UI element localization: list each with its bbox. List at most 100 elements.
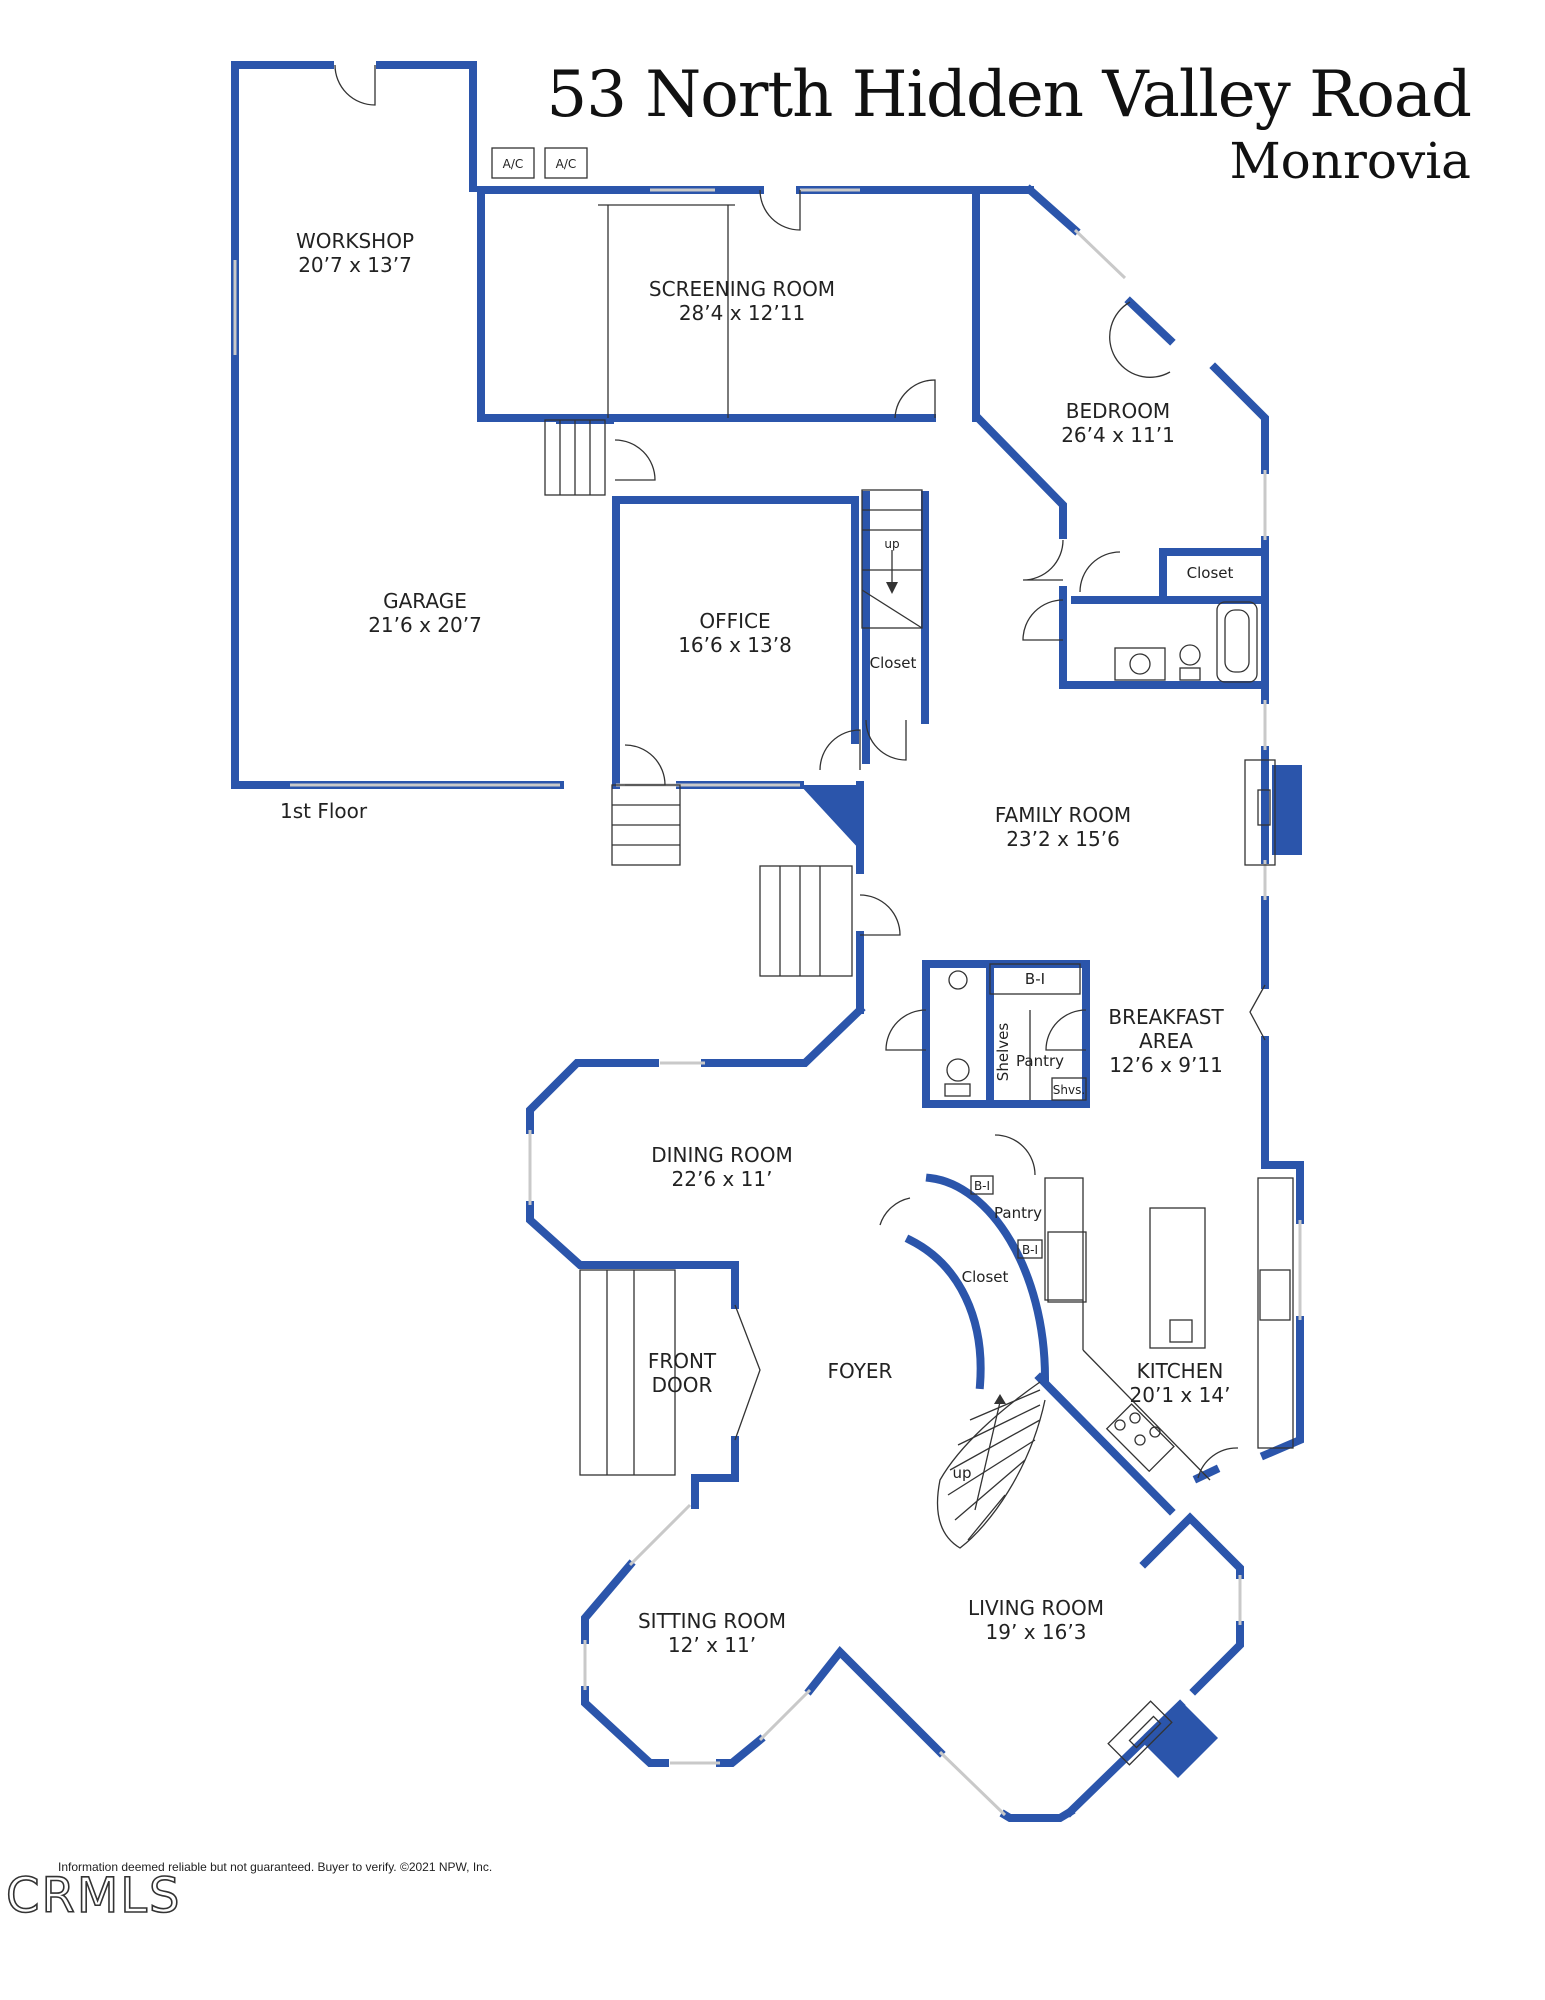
kitchen-wall-2	[1259, 1316, 1304, 1461]
workshop-name: WORKSHOP	[296, 229, 414, 253]
family-fireplace	[1272, 765, 1302, 855]
shvs-label: Shvs.	[1053, 1083, 1085, 1097]
bathtub	[1216, 601, 1258, 683]
bedroom-wall-3	[1209, 362, 1269, 474]
sink	[1114, 647, 1166, 681]
floor-label: 1st Floor	[280, 799, 368, 823]
bi-label: B-I	[1025, 970, 1045, 988]
door-arc	[1045, 1009, 1087, 1051]
door-arc	[334, 64, 376, 106]
kitchen-wall	[1261, 1051, 1304, 1224]
range	[1105, 1403, 1175, 1473]
spiral-stair-up-label: up	[952, 1464, 971, 1482]
sitting-wall-3	[716, 1734, 766, 1767]
bi-label-2: B-I	[974, 1179, 990, 1193]
door-arc	[819, 729, 861, 771]
dining-room-size: 22’6 x 11’	[672, 1167, 773, 1191]
living-room-size: 19’ x 16’3	[986, 1620, 1087, 1644]
stair-closet-label: Closet	[962, 1268, 1009, 1286]
stair-curve-wall	[925, 1173, 1050, 1383]
office-wall	[612, 496, 859, 744]
kitchen-sink	[1259, 1269, 1291, 1321]
office-closet-label: Closet	[870, 654, 917, 672]
shelves-label: Shelves	[994, 1023, 1012, 1082]
windows	[233, 188, 1302, 1817]
refrigerator	[1047, 1231, 1087, 1303]
bath-wall	[1059, 586, 1269, 689]
spiral-stair	[936, 1381, 1046, 1549]
door-arc	[1197, 1447, 1239, 1479]
door-arc	[859, 894, 901, 936]
hall-steps	[759, 865, 853, 977]
door-arc	[994, 1134, 1036, 1176]
kitchen-size: 20’1 x 14’	[1130, 1383, 1231, 1407]
garage-name: GARAGE	[383, 589, 467, 613]
corner-block	[800, 785, 860, 850]
sitting-wall	[581, 1559, 636, 1644]
plan-subtitle: Monrovia	[1229, 132, 1471, 190]
living-wall	[804, 1645, 946, 1758]
garage-wall	[231, 61, 564, 789]
door-arc	[1022, 539, 1064, 581]
door-arc	[865, 719, 907, 761]
breakfast-area-size: 12’6 x 9’11	[1109, 1053, 1223, 1077]
living-wall-4	[1189, 1621, 1244, 1696]
bi-box-3	[1017, 1239, 1043, 1259]
fixtures	[491, 147, 1302, 1778]
bath-closet-wall	[1159, 548, 1269, 604]
island-sink	[1169, 1319, 1193, 1343]
door-arc	[614, 439, 656, 481]
bedroom-closet-label: Closet	[1187, 564, 1234, 582]
kitchen-island	[1149, 1207, 1206, 1349]
kitchen-counter	[1044, 1177, 1084, 1301]
window	[938, 1750, 1007, 1817]
bi-box	[989, 963, 1081, 995]
kitchen-wall-3	[1192, 1464, 1221, 1484]
front-door-steps	[579, 1269, 676, 1476]
door-arc	[1022, 599, 1064, 641]
kitchen-name: KITCHEN	[1137, 1359, 1224, 1383]
door-arc	[759, 189, 801, 231]
front-door-name-1: FRONT	[648, 1349, 717, 1373]
closet-curve-wall	[904, 1234, 985, 1390]
workshop-size: 20’7 x 13’7	[298, 253, 412, 277]
room-labels: A/C A/C WORKSHOP 20’7 x 13’7 SCREENING R…	[280, 157, 1233, 1657]
stairs	[544, 419, 1046, 1549]
door-arc	[894, 379, 936, 419]
door-arc	[1079, 551, 1121, 593]
breakfast-area-name-1: BREAKFAST	[1108, 1005, 1224, 1029]
ac-unit-2	[544, 147, 588, 179]
breakfast-area-name-2: AREA	[1139, 1029, 1193, 1053]
sitting-room-size: 12’ x 11’	[668, 1633, 756, 1657]
ac-label: A/C	[556, 157, 577, 171]
dining-wall-3	[526, 1201, 739, 1309]
disclaimer-text: Information deemed reliable but not guar…	[58, 1860, 493, 1874]
family-room-size: 23’2 x 15’6	[1006, 827, 1120, 851]
door-arc	[1249, 984, 1266, 1041]
garage-size: 21’6 x 20’7	[368, 613, 482, 637]
toilet	[1179, 644, 1201, 666]
dining-room-name: DINING ROOM	[651, 1143, 793, 1167]
door-arc	[734, 1304, 761, 1441]
window	[1073, 228, 1127, 280]
door-arc	[885, 1009, 927, 1051]
front-door-name-2: DOOR	[652, 1373, 713, 1397]
screening-room-size: 28’4 x 12’11	[679, 301, 805, 325]
kitchen-left-wall	[1034, 1372, 1176, 1516]
window	[628, 1503, 692, 1567]
workshop-top-wall	[376, 61, 477, 192]
office-name: OFFICE	[699, 609, 770, 633]
family-room-name: FAMILY ROOM	[995, 803, 1131, 827]
walls	[231, 61, 1304, 1822]
doors	[334, 64, 1266, 1479]
bedroom-name: BEDROOM	[1066, 399, 1170, 423]
window	[758, 1688, 812, 1742]
kitchen-pantry-label: Pantry	[994, 1204, 1042, 1222]
bi-label-3: B-I	[1022, 1243, 1038, 1257]
pantry-label: Pantry	[1016, 1052, 1064, 1070]
crmls-logo: CRMLS	[5, 1867, 182, 1925]
door-arc	[624, 744, 666, 786]
bedroom-wall-2	[1124, 296, 1176, 346]
door-arc	[879, 1197, 911, 1226]
living-fireplace	[1140, 1700, 1218, 1778]
